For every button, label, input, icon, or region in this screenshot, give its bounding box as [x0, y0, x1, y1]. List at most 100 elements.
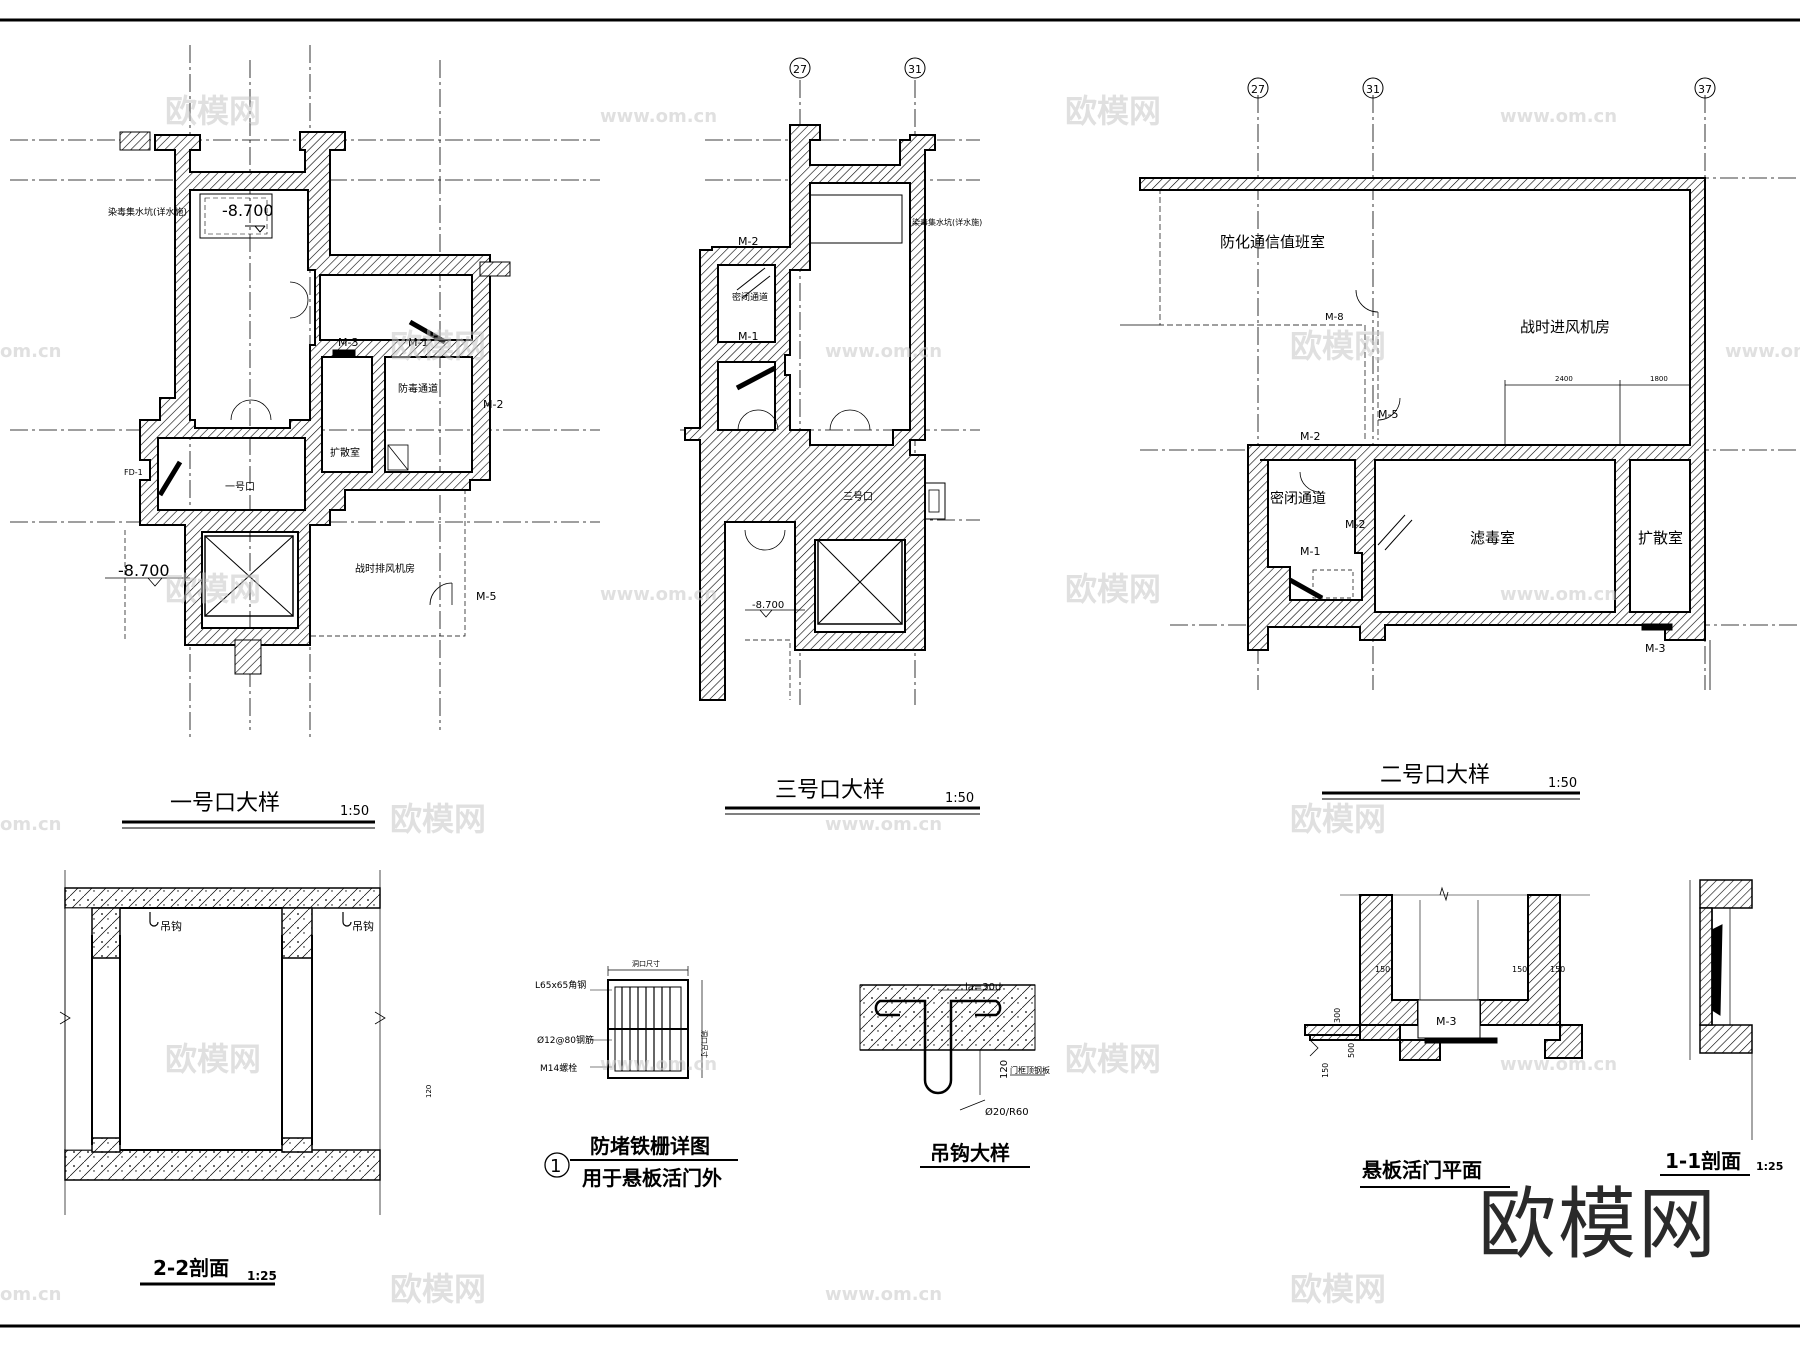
plan1-elev-bottom: -8.700	[118, 561, 170, 580]
plan1-scale: 1:50	[340, 804, 369, 819]
plan1-elev-top: -8.700	[222, 201, 274, 220]
plan1-title: 一号口大样	[170, 791, 280, 816]
plan-2-labels: 27 31 37 防化通信值班室 M-8 战时进风机房 2400 1800 M-…	[1220, 83, 1712, 791]
axis-31-label-p3: 31	[908, 63, 922, 76]
plan-3-drawing	[680, 57, 980, 705]
watermark-brand-5: 欧模网	[165, 570, 261, 608]
plan2-filter: 滤毒室	[1470, 529, 1515, 547]
watermark-url-9: www.om.cn	[1500, 1054, 1617, 1075]
section-1-1-labels: 1-1剖面 1:25	[1665, 1149, 1783, 1173]
watermark-brand-3: 欧模网	[390, 327, 486, 365]
watermark-om-2: om.cn	[0, 814, 61, 835]
plan2-m1: M-1	[1300, 545, 1320, 558]
plan2-fan-room: 战时进风机房	[1520, 318, 1610, 336]
valve-plan-drawing	[1304, 886, 1590, 1061]
watermark-url-1: www.om.cn	[600, 106, 717, 127]
plan2-expansion: 扩散室	[1638, 529, 1683, 547]
watermark-brand-11: 欧模网	[390, 1270, 486, 1308]
plan-1-labels: -8.700 染毒集水坑(详水施) M-3 M-1 M-2 防毒通道 扩散室 一…	[108, 201, 503, 819]
hook-detail-labels: la=30d 120 门框顶钢板 Ø20/R60 吊钩大样	[930, 982, 1050, 1165]
plan2-comm-room: 防化通信值班室	[1220, 233, 1325, 251]
watermark-brand-7: 欧模网	[390, 800, 486, 838]
plan1-fd: FD-1	[124, 468, 143, 477]
section-1-1-drawing	[1689, 879, 1753, 1140]
watermark-brand-6: 欧模网	[1065, 570, 1161, 608]
axis-27-label-p3: 27	[793, 63, 807, 76]
valve-d500: 500	[1347, 1043, 1356, 1058]
section22-title: 2-2剖面	[153, 1256, 229, 1280]
hook-note: 门框顶钢板	[1010, 1065, 1050, 1075]
plan3-tank: 染毒集水坑(详水施)	[912, 217, 982, 227]
watermark-url-5: www.om.cn	[600, 584, 717, 605]
grate-detail-labels: 洞口尺寸 洞口尺寸 L65x65角钢 Ø12@80钢筋 M14螺栓 1 防堵铁栅…	[535, 959, 722, 1190]
plan2-scale: 1:50	[1548, 776, 1577, 791]
plan3-entrance: 三号口	[843, 491, 873, 503]
section22-dim: 120	[425, 1085, 433, 1098]
watermark-url-2: www.om.cn	[1500, 106, 1617, 127]
plan1-m2: M-2	[483, 398, 503, 411]
valve-title: 悬板活门平面	[1362, 1158, 1482, 1182]
section-2-2-drawing	[59, 870, 386, 1215]
grate-dim-top: 洞口尺寸	[632, 959, 660, 968]
watermark-url-8: www.om.cn	[600, 1054, 717, 1075]
section-2-2-labels: 吊钩 吊钩 120 2-2剖面 1:25	[153, 919, 433, 1283]
hook-detail-drawing	[859, 984, 1045, 1111]
watermark-url-4: www.om.cn	[1725, 341, 1800, 362]
valve-plan-labels: M-3 150 150 150 150 300 500 悬板活门平面	[1321, 965, 1565, 1182]
grate-title: 防堵铁栅详图	[590, 1134, 710, 1158]
watermark-url-10: www.om.cn	[825, 1284, 942, 1305]
valve-d300: 300	[1333, 1008, 1342, 1023]
watermark-brand-1: 欧模网	[165, 92, 261, 130]
plan-2-drawing	[1120, 77, 1800, 690]
hook-dim: 120	[999, 1060, 1010, 1079]
plan3-scale: 1:50	[945, 791, 974, 806]
grate-angle: L65x65角钢	[535, 979, 586, 991]
watermark-url-3: www.om.cn	[825, 341, 942, 362]
plan3-sealed: 密闭通道	[732, 291, 768, 303]
hook-title: 吊钩大样	[930, 1141, 1010, 1165]
grate-detail-drawing	[544, 966, 703, 1178]
axis-31-label-p2: 31	[1366, 83, 1380, 96]
plan3-m1: M-1	[738, 330, 758, 343]
plan2-dim2: 1800	[1650, 375, 1668, 383]
valve-m3: M-3	[1436, 1015, 1456, 1028]
plan2-m3: M-3	[1645, 642, 1665, 655]
section22-hook1: 吊钩	[160, 919, 182, 933]
plan2-m8: M-8	[1325, 312, 1344, 323]
watermark-url-7: www.om.cn	[825, 814, 942, 835]
section11-title: 1-1剖面	[1665, 1149, 1741, 1173]
plan1-tank-label: 染毒集水坑(详水施)	[108, 206, 187, 218]
plan1-m3: M-3	[338, 336, 358, 349]
watermark-brand-10: 欧模网	[1065, 1040, 1161, 1078]
watermark-brand-4: 欧模网	[1290, 327, 1386, 365]
watermark-layer: 欧模网 www.om.cn 欧模网 www.om.cn om.cn 欧模网 ww…	[0, 92, 1800, 1308]
plan2-title: 二号口大样	[1380, 763, 1490, 788]
valve-d150c: 150	[1550, 965, 1565, 974]
watermark-brand-9: 欧模网	[165, 1040, 261, 1078]
valve-d150b: 150	[1512, 965, 1527, 974]
plan1-entrance: 一号口	[225, 481, 255, 493]
grate-circle-number: 1	[550, 1156, 561, 1177]
grate-bar: Ø12@80钢筋	[537, 1034, 594, 1046]
plan2-dim1: 2400	[1555, 375, 1573, 383]
watermark-brand-12: 欧模网	[1290, 1270, 1386, 1308]
plan1-m1: M-1	[408, 336, 428, 349]
grate-bolt: M14螺栓	[540, 1062, 577, 1074]
plan1-passage: 防毒通道	[398, 382, 438, 395]
hook-la: la=30d	[965, 982, 1001, 993]
watermark-logo-large: 欧模网	[1478, 1180, 1719, 1270]
plan2-sealed: 密闭通道	[1270, 490, 1326, 507]
axis-37-label-p2: 37	[1698, 83, 1712, 96]
valve-d150a: 150	[1375, 965, 1390, 974]
plan3-title: 三号口大样	[775, 778, 885, 803]
grate-dim-side: 洞口尺寸	[700, 1030, 709, 1058]
section22-scale: 1:25	[247, 1269, 277, 1283]
watermark-brand-8: 欧模网	[1290, 800, 1386, 838]
section22-hook2: 吊钩	[352, 919, 374, 933]
plan-1-drawing	[10, 45, 600, 740]
section11-scale: 1:25	[1756, 1160, 1783, 1173]
hook-dia: Ø20/R60	[985, 1106, 1029, 1118]
watermark-brand-2: 欧模网	[1065, 92, 1161, 130]
plan-3-labels: 27 31 M-2 M-1 密闭通道 染毒集水坑(详水施) 三号口 -8.700…	[732, 63, 982, 806]
